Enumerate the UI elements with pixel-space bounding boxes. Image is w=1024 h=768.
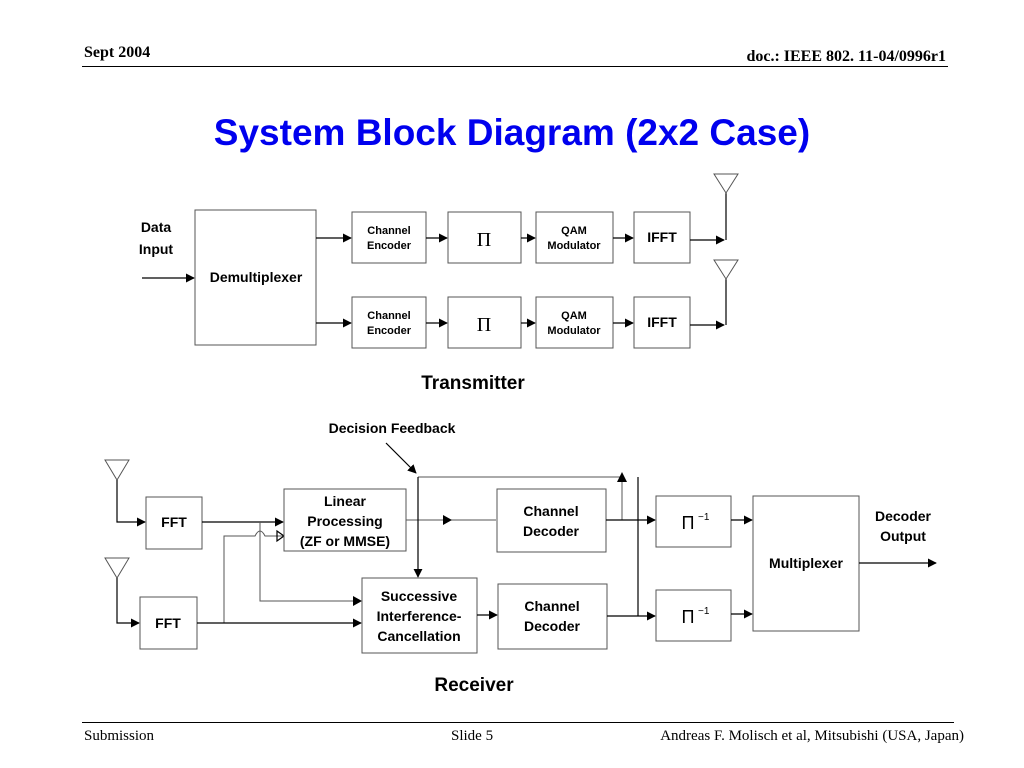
tx2-ifft-block: [633, 296, 691, 349]
decoder-top-label-line1: Channel: [523, 503, 578, 519]
transmitter-section: Data Input Demultiplexer Channel Encoder…: [139, 173, 739, 394]
linear-processing-block: [283, 488, 407, 552]
tx2-modulator-label-line2: Modulator: [547, 325, 601, 337]
decoder-output-label-line1: Decoder: [875, 508, 932, 524]
tx1-ifft-label: IFFT: [647, 229, 677, 245]
multiplexer-label: Multiplexer: [769, 555, 843, 571]
tx2-antenna-icon: [713, 259, 739, 280]
slide-title: System Block Diagram (2x2 Case): [213, 112, 811, 153]
deinterleaver-top-symbol: Π: [682, 513, 695, 533]
sic-label-line1: Successive: [381, 588, 457, 604]
tx2-ifft-label: IFFT: [647, 314, 677, 330]
footer-authors: Andreas F. Molisch et al, Mitsubishi (US…: [660, 728, 964, 744]
linear-to-decoder-arrowhead: [443, 515, 452, 525]
deinterleaver-bottom-exponent: −1: [698, 606, 710, 617]
tx2-encoder-label-line1: Channel: [367, 310, 410, 322]
deinterleaver-bottom-symbol: Π: [682, 607, 695, 627]
linear-processing-label-line2: Processing: [307, 513, 382, 529]
decoder-output-label-line2: Output: [880, 528, 926, 544]
decoder-bottom-label-line1: Channel: [524, 598, 579, 614]
tx-chain-2: Channel Encoder Π QAM Modulator IFFT: [316, 259, 739, 349]
decoder-bottom-label-line2: Decoder: [524, 618, 581, 634]
receiver-label: Receiver: [434, 675, 514, 696]
tx1-modulator-label-line2: Modulator: [547, 240, 601, 252]
deinterleaver-top-exponent: −1: [698, 512, 710, 523]
footer-slide-number: Slide 5: [451, 728, 494, 744]
tx1-encoder-label-line2: Encoder: [367, 240, 412, 252]
tx1-modulator-label-line1: QAM: [561, 225, 587, 237]
rx1-antenna-icon: [104, 459, 130, 481]
transmitter-label: Transmitter: [421, 373, 525, 394]
header-rule: [82, 66, 948, 67]
rx2-antenna-feed: [116, 578, 140, 628]
fft-bottom-to-linear-path: [223, 530, 283, 623]
channel-decoder-bottom-block: [497, 583, 608, 650]
tx2-interleaver-block: [447, 296, 522, 349]
tx2-channel-encoder-block: [351, 296, 427, 349]
sic-label-line2: Interference-: [377, 608, 462, 624]
decoder-top-label-line2: Decoder: [523, 523, 580, 539]
tx1-channel-encoder-block: [351, 211, 427, 264]
fft-top-to-sic-path: [259, 522, 361, 602]
tx-chain-1: Channel Encoder Π QAM Modulator IFFT: [316, 173, 739, 264]
tx1-interleaver-symbol: Π: [477, 229, 491, 251]
deinterleaver-top-block: [655, 495, 732, 548]
fft-top-to-sic-arrowhead: [353, 596, 362, 606]
fft-top-block: [145, 496, 203, 550]
tx2-interleaver-symbol: Π: [477, 314, 491, 336]
tx2-modulator-label-line1: QAM: [561, 310, 587, 322]
receiver-section: Decision Feedback FFT FFT Linear Process…: [104, 420, 937, 696]
footer-rule: [82, 722, 954, 723]
fft-bottom-block: [139, 596, 198, 650]
feedback-loop-arrowhead: [617, 472, 627, 482]
tx1-encoder-label-line1: Channel: [367, 225, 410, 237]
header-date: Sept 2004: [84, 44, 151, 61]
rx1-antenna-feed: [116, 480, 146, 527]
linear-processing-label-line3: (ZF or MMSE): [300, 533, 390, 549]
tx1-ifft-block: [633, 211, 691, 264]
channel-decoder-top-block: [496, 488, 607, 553]
multiplexer-block: [752, 495, 860, 632]
deinterleaver-bottom-block: [655, 589, 732, 642]
decision-feedback-pointer: [385, 442, 417, 474]
decision-feedback-label: Decision Feedback: [329, 420, 456, 436]
linear-processing-label-line1: Linear: [324, 493, 367, 509]
rx2-antenna-icon: [104, 557, 130, 579]
demultiplexer-label: Demultiplexer: [210, 269, 303, 285]
tx1-qam-modulator-block: [535, 211, 614, 264]
sic-label-line3: Cancellation: [377, 628, 460, 644]
demultiplexer-block: [194, 209, 317, 346]
tx2-qam-modulator-block: [535, 296, 614, 349]
tx1-antenna-icon: [713, 173, 739, 194]
data-input-label-line1: Data: [141, 219, 172, 235]
fft-bottom-label: FFT: [155, 615, 181, 631]
data-input-label-line2: Input: [139, 241, 174, 257]
tx2-encoder-label-line2: Encoder: [367, 325, 412, 337]
sic-block: [361, 577, 478, 654]
fft-top-label: FFT: [161, 514, 187, 530]
header-doc-id: doc.: IEEE 802. 11-04/0996r1: [746, 48, 946, 65]
fft-bottom-to-linear-arrowhead: [276, 529, 286, 543]
footer-submission: Submission: [84, 728, 155, 744]
